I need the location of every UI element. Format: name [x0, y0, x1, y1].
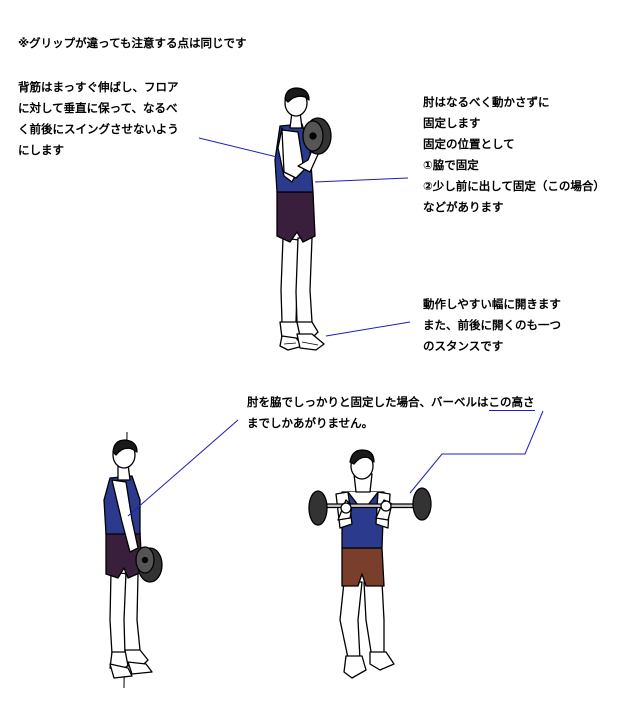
- elbow-line: などがあります: [423, 200, 504, 214]
- leader-lines: [127, 137, 544, 517]
- elbow-text: 肘はなるべく動かさずに 固定します 固定の位置として ①脇で固定 ②少し前に出し…: [423, 92, 605, 218]
- figure-front-barbell-curl: [308, 449, 432, 679]
- barbell-bar: [317, 503, 421, 509]
- leader-barbell-height: [409, 410, 544, 494]
- leader-barbell-elbow: [127, 419, 239, 517]
- elbow-line: 肘はなるべく動かさずに: [423, 95, 550, 109]
- barbell-caption-line: 肘を脇でしっかりと固定した場合、バーベルはこの高さ: [247, 392, 535, 413]
- barbell-caption-text: 肘を脇でしっかりと固定した場合、バーベルは: [247, 395, 489, 409]
- note-text: ※グリップが違っても注意する点は同じです: [18, 36, 247, 50]
- elbow-line: ②少し前に出して固定（この場合）: [423, 179, 605, 193]
- leader-back-posture: [198, 137, 282, 159]
- stance-line: 動作しやすい幅に開きます: [423, 297, 561, 311]
- back-posture-line: 背筋はまっすぐ伸ばし、フロア: [18, 80, 179, 94]
- elbow-line: 固定の位置として: [423, 137, 515, 151]
- back-posture-text: 背筋はまっすぐ伸ばし、フロア に対して垂直に保って、なるべ く前後にスイングさせ…: [18, 77, 179, 161]
- stance-line: また、前後に開くのも一つ: [423, 318, 561, 332]
- figure-side-standing: [103, 431, 163, 689]
- back-posture-line: にします: [18, 143, 64, 157]
- back-posture-line: く前後にスイングさせないよう: [18, 122, 179, 136]
- barbell-plate-left: [308, 490, 328, 526]
- stance-text: 動作しやすい幅に開きます また、前後に開くのも一つ のスタンスです: [423, 294, 561, 357]
- shorts: [341, 547, 385, 587]
- leader-elbow: [314, 177, 409, 183]
- elbow-line: ①脇で固定: [423, 158, 479, 172]
- barbell-plate-right: [412, 487, 432, 521]
- stance-line: のスタンスです: [423, 339, 504, 353]
- figure-side-dumbbell-curl: [274, 87, 332, 351]
- elbow-line: 固定します: [423, 116, 481, 130]
- barbell-caption-line: までしかあがりません。: [247, 416, 374, 430]
- back-posture-line: に対して垂直に保って、なるべ: [18, 101, 178, 115]
- shorts: [276, 191, 316, 243]
- barbell-caption: 肘を脇でしっかりと固定した場合、バーベルはこの高さ までしかあがりません。: [247, 392, 535, 434]
- leader-stance: [325, 321, 411, 337]
- barbell-height-highlight: この高さ: [488, 395, 535, 411]
